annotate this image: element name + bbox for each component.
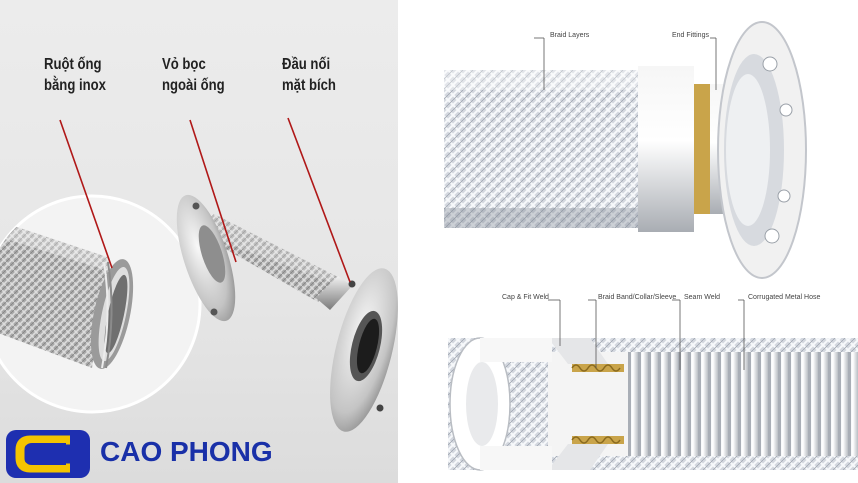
cutaway-diagram-panel: Braid Layers End Fittings Cap & Fit Weld… xyxy=(398,0,858,483)
label-outer-sleeve: Vỏ bọc ngoài ống xyxy=(162,56,225,94)
leader-lines xyxy=(59,117,351,283)
label-corrugated-hose: Corrugated Metal Hose xyxy=(748,294,821,301)
hose-assembly xyxy=(176,194,398,432)
label-end-fittings: End Fittings xyxy=(672,32,709,39)
label-inner-tube: Ruột ống bằng inox xyxy=(44,56,106,94)
top-hose-diagram xyxy=(444,21,807,279)
label-braid-layers: Braid Layers xyxy=(550,32,590,39)
hose-cutaway-illustration xyxy=(444,21,858,471)
label-cap-fit-weld: Cap & Fit Weld xyxy=(502,294,549,301)
label-seam-weld: Seam Weld xyxy=(684,294,721,301)
product-photo-panel: Ruột ống bằng inox Vỏ bọc ngoài ống Đầu … xyxy=(0,0,398,483)
brand-name: CAO PHONG xyxy=(100,436,273,467)
bottom-cutaway-diagram xyxy=(448,299,858,471)
label-flange-fitting: Đầu nối mặt bích xyxy=(282,56,336,94)
flexible-hose-illustration xyxy=(0,117,398,478)
brand-logo-icon xyxy=(6,430,90,478)
label-braid-band: Braid Band/Collar/Sleeve xyxy=(598,294,677,301)
detail-circle xyxy=(0,194,202,414)
